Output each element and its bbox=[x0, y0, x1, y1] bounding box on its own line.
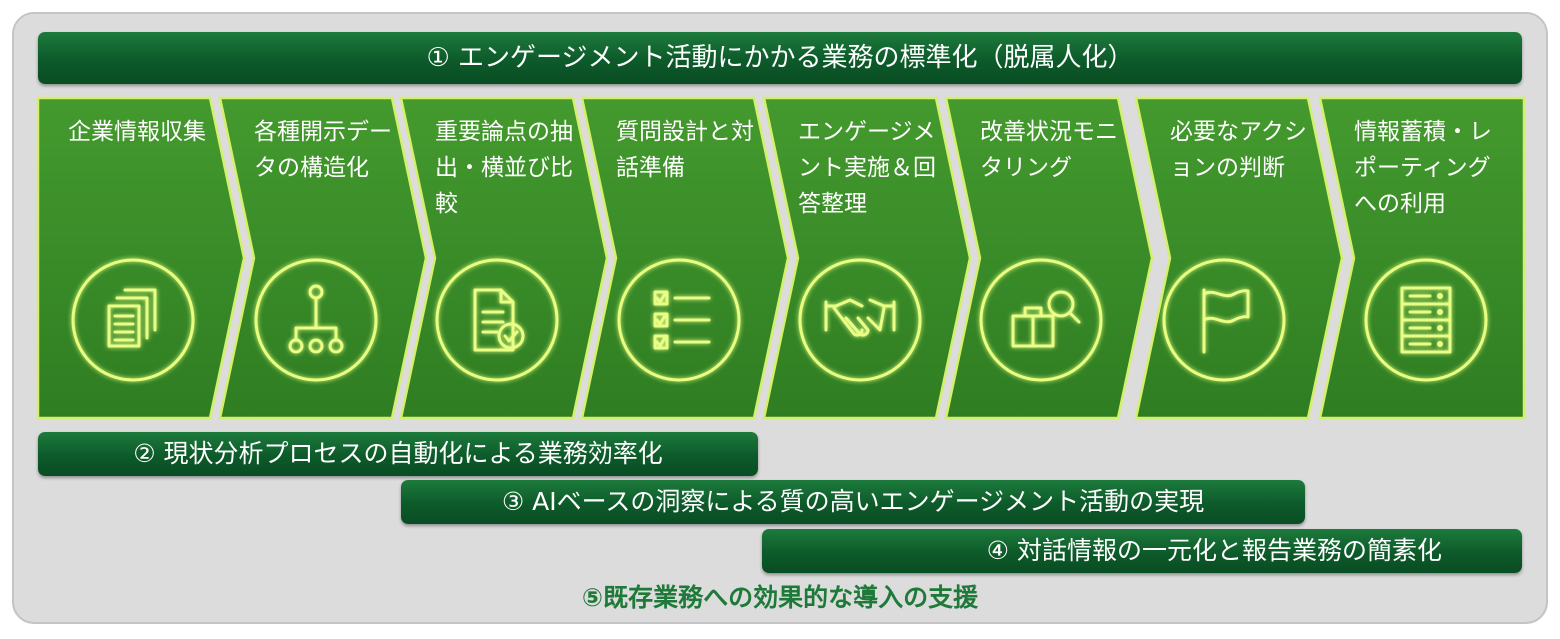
banner-standardization: ① エンゲージメント活動にかかる業務の標準化（脱属人化） bbox=[38, 32, 1522, 84]
step-icon-ring-6 bbox=[979, 258, 1103, 382]
step-icon-ring-7 bbox=[1162, 258, 1286, 382]
step-icon-ring-8 bbox=[1364, 258, 1488, 382]
document-check-icon bbox=[473, 288, 525, 352]
step-chevron-1 bbox=[36, 96, 246, 420]
step-label-6: 改善状況モニタリング bbox=[980, 119, 1118, 181]
briefcase-search-icon bbox=[1011, 290, 1081, 348]
step-chevron-6 bbox=[944, 96, 1154, 420]
checklist-icon bbox=[653, 290, 711, 350]
step-label-8: 情報蓄積・レポーティングへの利用 bbox=[1354, 119, 1492, 217]
flag-icon bbox=[1202, 288, 1250, 354]
step-label-5: エンゲージメント実施＆回答整理 bbox=[798, 119, 936, 217]
step-icon-ring-5 bbox=[798, 258, 922, 382]
step-icon-ring-4 bbox=[617, 258, 741, 382]
step-label-3: 重要論点の抽出・横並び比較 bbox=[435, 119, 573, 217]
step-label-1: 企業情報収集 bbox=[68, 119, 206, 145]
documents-icon bbox=[107, 288, 157, 348]
banner-automation: ② 現状分析プロセスの自動化による業務効率化 bbox=[38, 432, 758, 476]
step-icon-ring-2 bbox=[254, 258, 378, 382]
server-icon bbox=[1400, 286, 1452, 354]
step-icon-ring-1 bbox=[71, 258, 195, 382]
banner-ai-insight: ③ AIベースの洞察による質の高いエンゲージメント活動の実現 bbox=[401, 480, 1305, 524]
step-label-7: 必要なアクションの判断 bbox=[1170, 119, 1307, 181]
handshake-icon bbox=[824, 298, 896, 337]
step-chevron-8 bbox=[1318, 96, 1526, 420]
step-chevron-7 bbox=[1134, 96, 1344, 420]
step-icon-ring-3 bbox=[435, 258, 559, 382]
banner-reporting: ④ 対話情報の一元化と報告業務の簡素化 bbox=[762, 529, 1522, 573]
banner-adoption-support: ⑤既存業務への効果的な導入の支援 bbox=[581, 583, 979, 612]
step-label-2: 各種開示データの構造化 bbox=[254, 119, 392, 181]
hierarchy-icon bbox=[288, 284, 344, 354]
step-label-4: 質問設計と対話準備 bbox=[616, 119, 754, 181]
